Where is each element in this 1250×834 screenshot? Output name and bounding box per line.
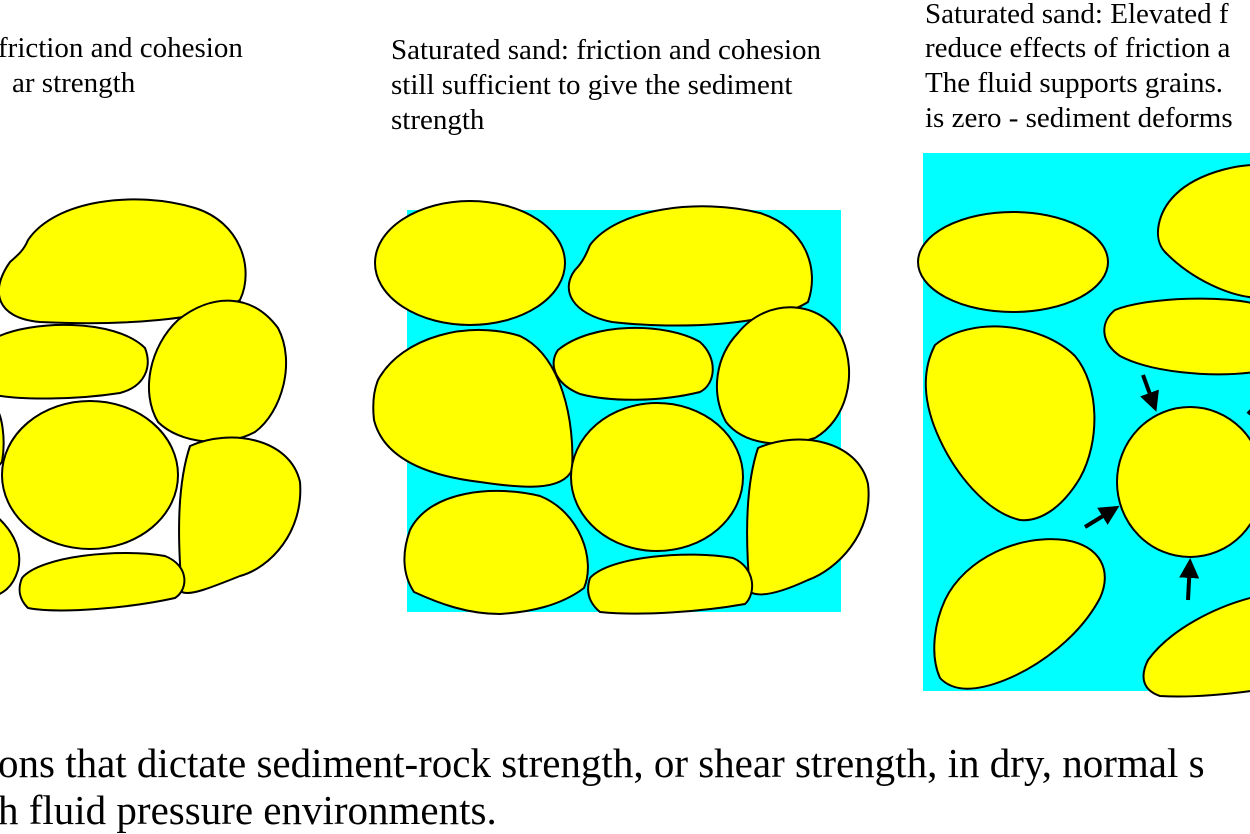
- panel-2-saturated-sand: [372, 200, 870, 615]
- panel-3-caption-line-3: The fluid supports grains.: [925, 67, 1224, 99]
- grain: [1116, 406, 1250, 558]
- grain: [178, 436, 302, 594]
- panel-2-caption-line-2: still sufficient to give the sediment: [391, 69, 793, 101]
- grain: [403, 489, 589, 615]
- grain: [0, 413, 5, 466]
- panel-2-caption-line-3: strength: [391, 104, 485, 136]
- panel-1-caption-line-2: ar strength: [12, 67, 136, 99]
- figure-caption-line-2: h fluid pressure environments.: [0, 787, 497, 833]
- grain: [147, 299, 288, 443]
- grain: [1103, 297, 1250, 376]
- panel-3-caption-line-1: Saturated sand: Elevated f: [925, 0, 1229, 30]
- panel-1-dry-sand: [0, 198, 302, 612]
- pressure-arrow: [1083, 505, 1120, 529]
- figure-caption-line-1: ons that dictate sediment-rock strength,…: [0, 740, 1205, 786]
- grain: [1142, 597, 1250, 698]
- grain: [372, 329, 574, 488]
- grain: [18, 551, 186, 612]
- panel-3-overpressured-sand: [917, 153, 1250, 698]
- panel-3-caption-line-4: is zero - sediment deforms: [925, 102, 1233, 134]
- grain: [552, 326, 714, 401]
- grain: [1, 400, 179, 550]
- grain: [587, 553, 754, 615]
- grain: [933, 538, 1106, 690]
- panel-1-caption-line-1: friction and cohesion: [0, 32, 243, 64]
- grain: [374, 200, 566, 326]
- grain: [746, 438, 870, 596]
- panel-3-caption-line-2: reduce effects of friction a: [925, 32, 1231, 64]
- grain: [924, 325, 1096, 522]
- pressure-arrow: [1179, 558, 1200, 601]
- grain: [570, 402, 744, 552]
- grain: [715, 306, 850, 445]
- panel-2-caption-line-1: Saturated sand: friction and cohesion: [391, 34, 822, 66]
- pressure-arrow: [1140, 374, 1159, 412]
- grain: [0, 518, 21, 595]
- grain: [1157, 164, 1250, 299]
- grain: [917, 211, 1109, 313]
- grain: [0, 323, 149, 400]
